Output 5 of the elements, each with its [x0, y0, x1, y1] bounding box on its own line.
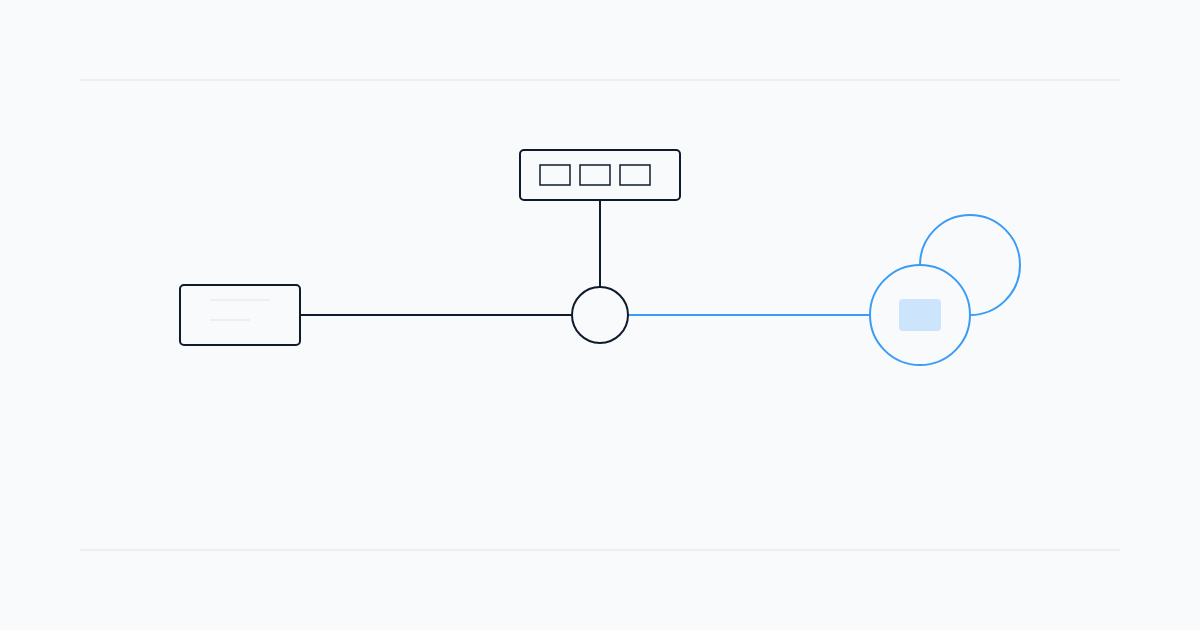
- connector-line: [599, 199, 601, 288]
- hub-circle: [571, 286, 629, 344]
- front-circle: [869, 264, 971, 366]
- card-box: [179, 284, 301, 346]
- slot-panel: [519, 149, 681, 201]
